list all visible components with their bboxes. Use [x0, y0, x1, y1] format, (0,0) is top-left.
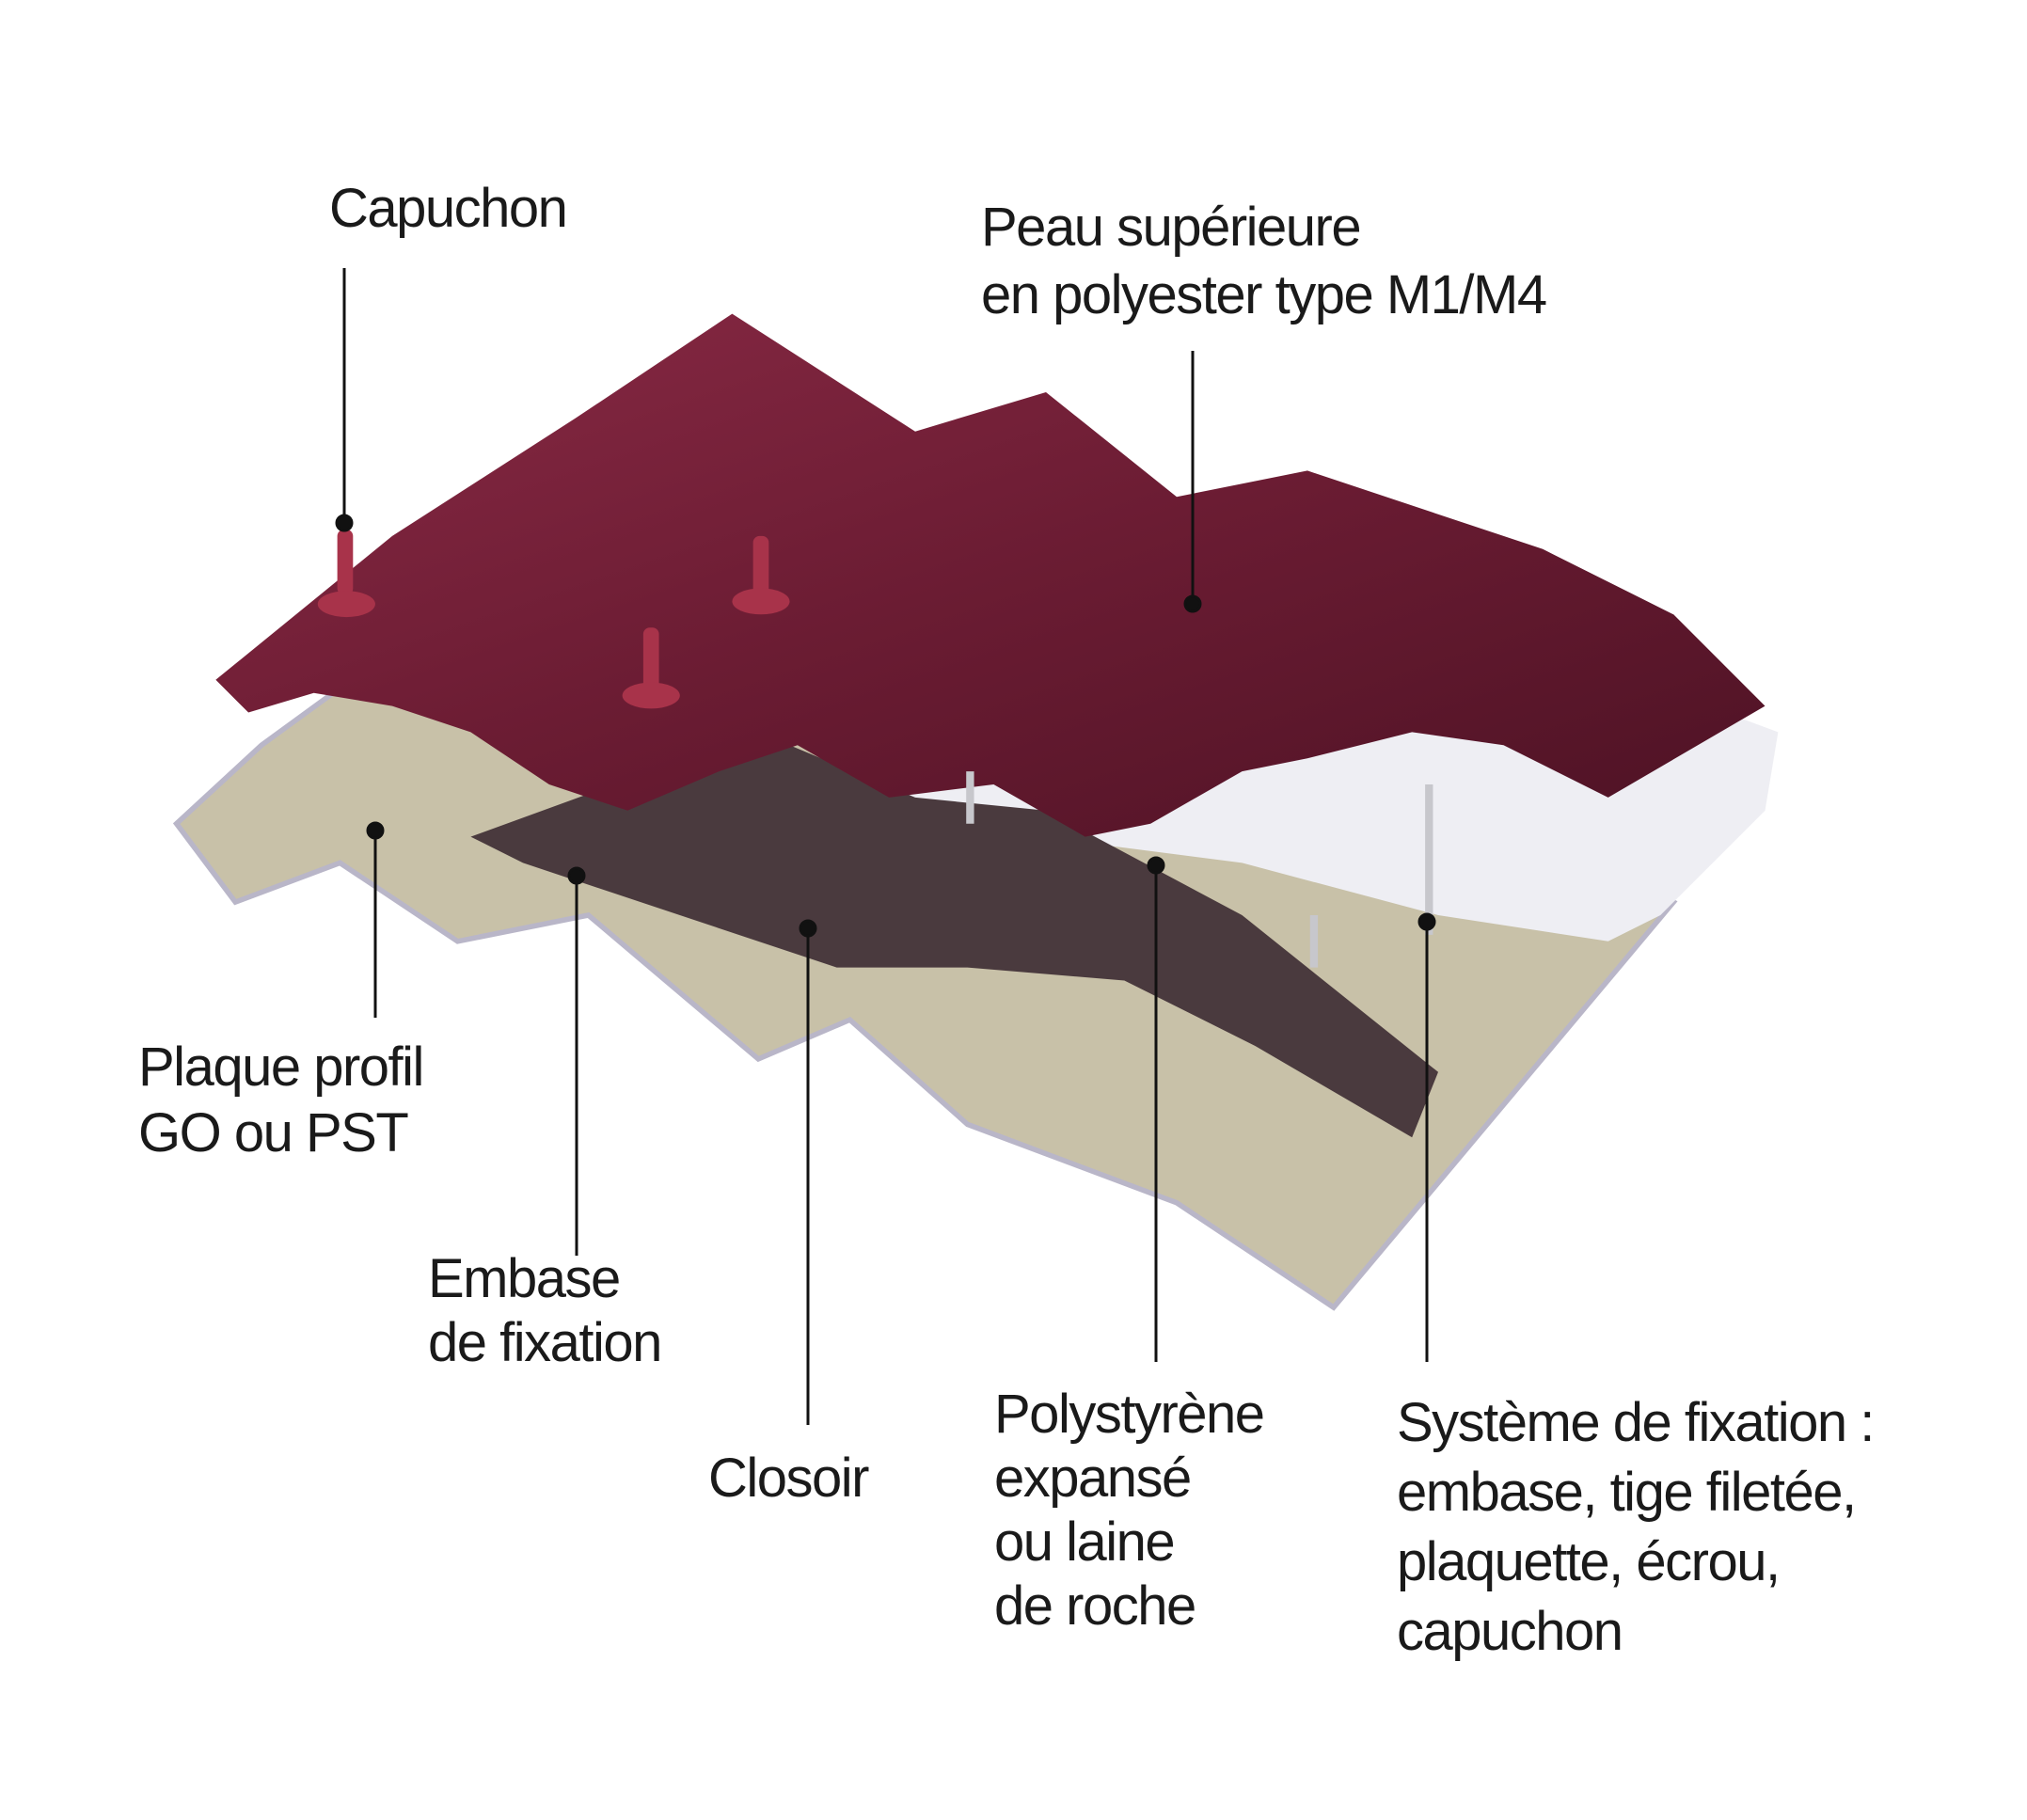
label-line: Embase — [428, 1248, 621, 1309]
label-line: de roche — [994, 1575, 1196, 1637]
label-line: en polyester type M1/M4 — [981, 264, 1547, 325]
label-line: Polystyrène — [994, 1384, 1265, 1445]
label-line: Peau supérieure — [981, 197, 1362, 258]
label-line: Système de fixation : — [1397, 1392, 1875, 1453]
label-closoir: Closoir — [708, 1445, 870, 1512]
label-capuchon: Capuchon — [329, 175, 568, 243]
label-line: expansé — [994, 1448, 1192, 1509]
label-line: embase, tige filetée, — [1397, 1462, 1857, 1523]
label-line: Capuchon — [329, 178, 568, 239]
threaded-rods — [966, 771, 1433, 968]
label-embase: Embase de fixation — [428, 1247, 662, 1375]
label-plaque-profil: Plaque profil GO ou PST — [138, 1035, 424, 1166]
label-line: Plaque profil — [138, 1037, 424, 1098]
label-systeme-fixation: Système de fixation : embase, tige filet… — [1397, 1388, 1875, 1667]
label-line: ou laine — [994, 1511, 1176, 1573]
upper-skin — [215, 313, 1766, 837]
label-polystyrene: Polystyrène expansé ou laine de roche — [994, 1383, 1265, 1638]
label-line: plaquette, écrou, — [1397, 1531, 1781, 1592]
label-peau-superieure: Peau supérieure en polyester type M1/M4 — [981, 194, 1547, 329]
label-line: GO ou PST — [138, 1102, 409, 1163]
closoir-band — [470, 732, 1438, 1138]
label-line: Closoir — [708, 1448, 870, 1509]
leader-lines — [335, 268, 1436, 1425]
label-line: capuchon — [1397, 1601, 1623, 1662]
label-line: de fixation — [428, 1312, 662, 1373]
cap-fixings — [317, 529, 790, 709]
